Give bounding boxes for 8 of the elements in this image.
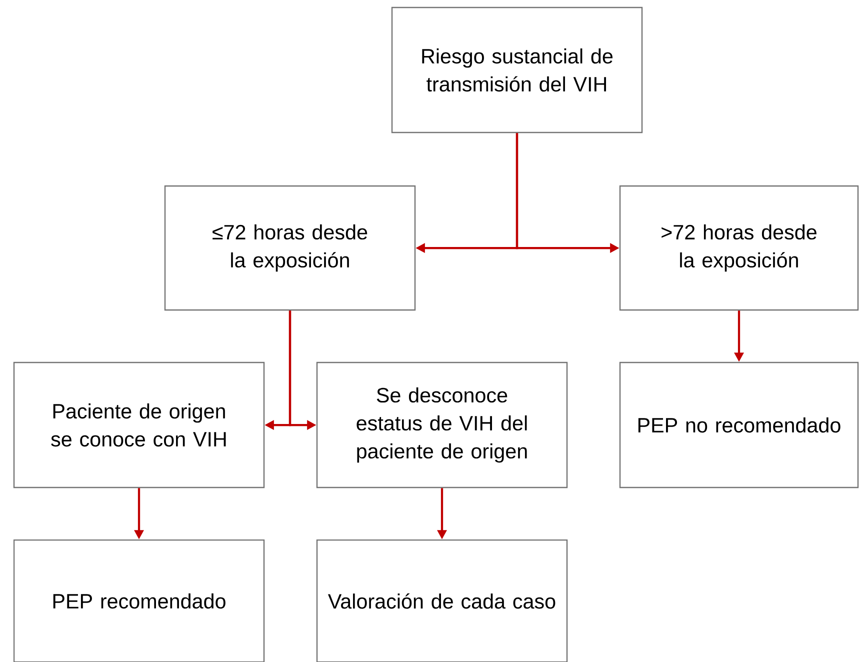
process-box: ≤72 horas desde la exposición xyxy=(164,185,416,311)
process-box: >72 horas desde la exposición xyxy=(619,185,859,311)
process-box: Paciente de origen se conoce con VIH xyxy=(13,362,265,488)
process-box: Valoración de cada caso xyxy=(316,539,568,662)
process-box: PEP recomendado xyxy=(13,539,265,662)
process-box: Riesgo sustancial de transmisión del VIH xyxy=(391,6,643,134)
process-box: PEP no recomendado xyxy=(619,362,859,488)
process-box: Se desconoce estatus de VIH del paciente de origen xyxy=(316,362,568,488)
